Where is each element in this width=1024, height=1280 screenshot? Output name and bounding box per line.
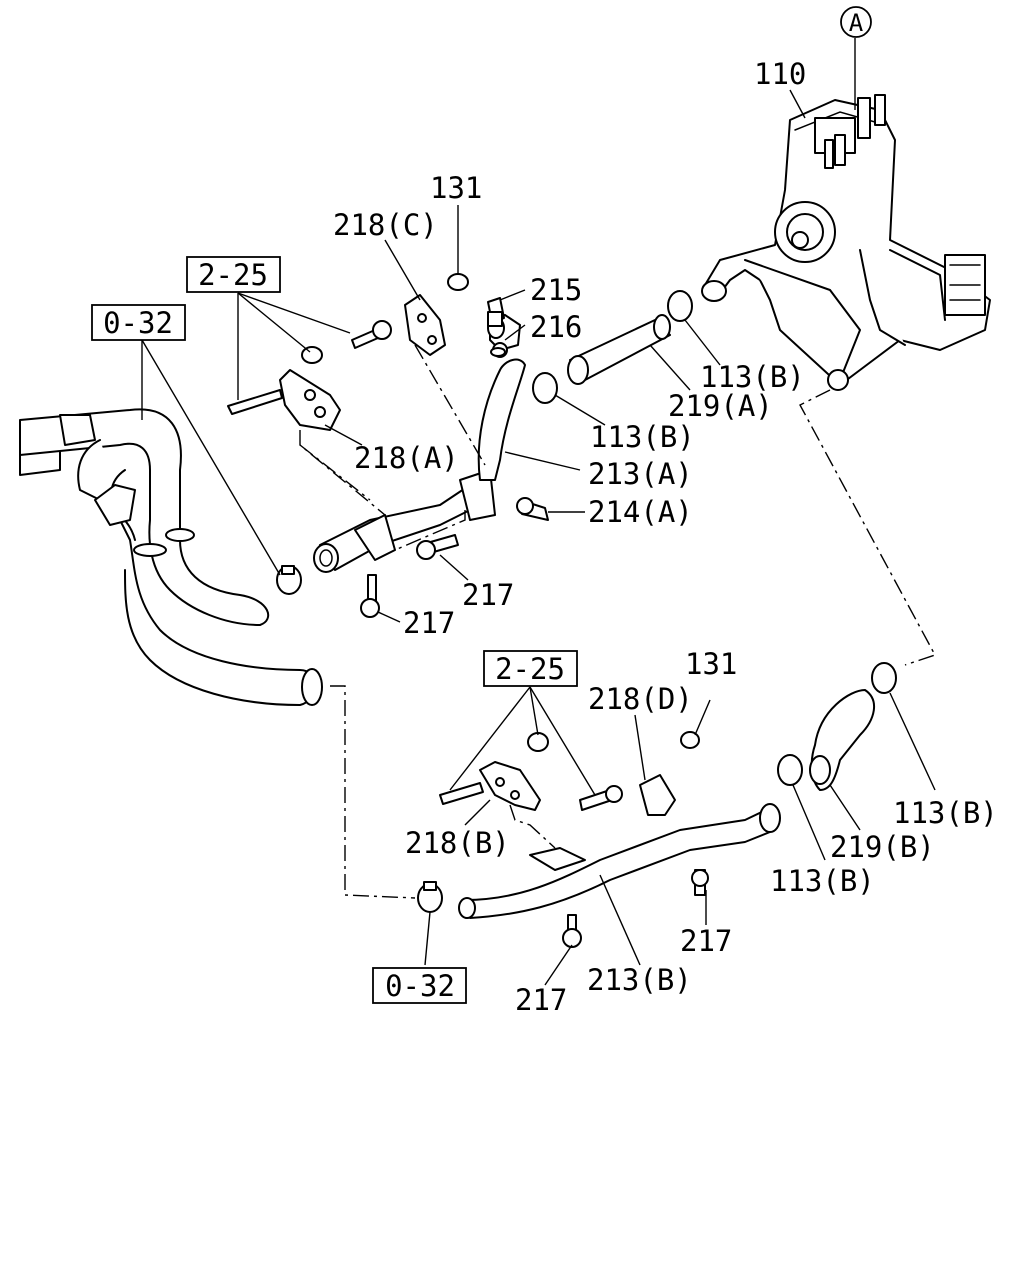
ref-box-2-25-bot [483, 650, 578, 687]
callout-113b-1: 113(B) [700, 360, 805, 394]
ref-box-0-32-top [91, 304, 186, 341]
lower-fasteners [439, 731, 709, 948]
callout-217-b: 217 [403, 606, 455, 640]
ref-0-32-top: 0-32 [103, 306, 173, 340]
hose-219b [809, 689, 875, 791]
callout-218c: 218(C) [333, 208, 438, 242]
callout-113b-2: 113(B) [590, 420, 695, 454]
callout-217-c: 217 [680, 924, 732, 958]
ref-2-25-bot: 2-25 [495, 652, 565, 686]
ref-box-2-25-top [186, 256, 281, 293]
callout-labels: A 110 131 218(C) 2-25 215 216 0-32 113(B… [91, 6, 998, 1017]
upper-clamps [276, 290, 693, 595]
callout-218b: 218(B) [405, 826, 510, 860]
callout-213a: 213(A) [588, 457, 693, 491]
callout-213b: 213(B) [587, 963, 692, 997]
lower-pipe-213b [458, 761, 781, 919]
left-hoses [19, 408, 323, 706]
leader-lines [141, 38, 936, 986]
callout-215: 215 [530, 273, 582, 307]
callout-216: 216 [530, 310, 582, 344]
callout-113b-4: 113(B) [770, 864, 875, 898]
upper-pipe-213a [313, 314, 526, 573]
callout-110: 110 [754, 57, 806, 91]
lower-clamps [417, 662, 897, 913]
ref-2-25-top: 2-25 [198, 258, 268, 292]
center-lines [299, 344, 937, 899]
callout-217-d: 217 [515, 983, 567, 1017]
callout-218d: 218(D) [588, 682, 693, 716]
bracket-218c [404, 294, 446, 356]
callout-214a: 214(A) [588, 495, 693, 529]
callout-131-bot: 131 [685, 647, 737, 681]
ref-box-0-32-bot [372, 967, 467, 1004]
callout-113b-3: 113(B) [893, 796, 998, 830]
callout-219b: 219(B) [830, 830, 935, 864]
hose-219a [567, 314, 671, 385]
callout-circle-a [840, 6, 872, 38]
pump-assembly [701, 94, 991, 391]
upper-fasteners [227, 273, 549, 618]
callout-131-top: 131 [430, 171, 482, 205]
ref-0-32-bot: 0-32 [385, 969, 455, 1003]
callout-217-a: 217 [462, 578, 514, 612]
callout-a: A [849, 9, 864, 37]
callout-219a: 219(A) [668, 389, 773, 423]
callout-218a: 218(A) [354, 441, 459, 475]
